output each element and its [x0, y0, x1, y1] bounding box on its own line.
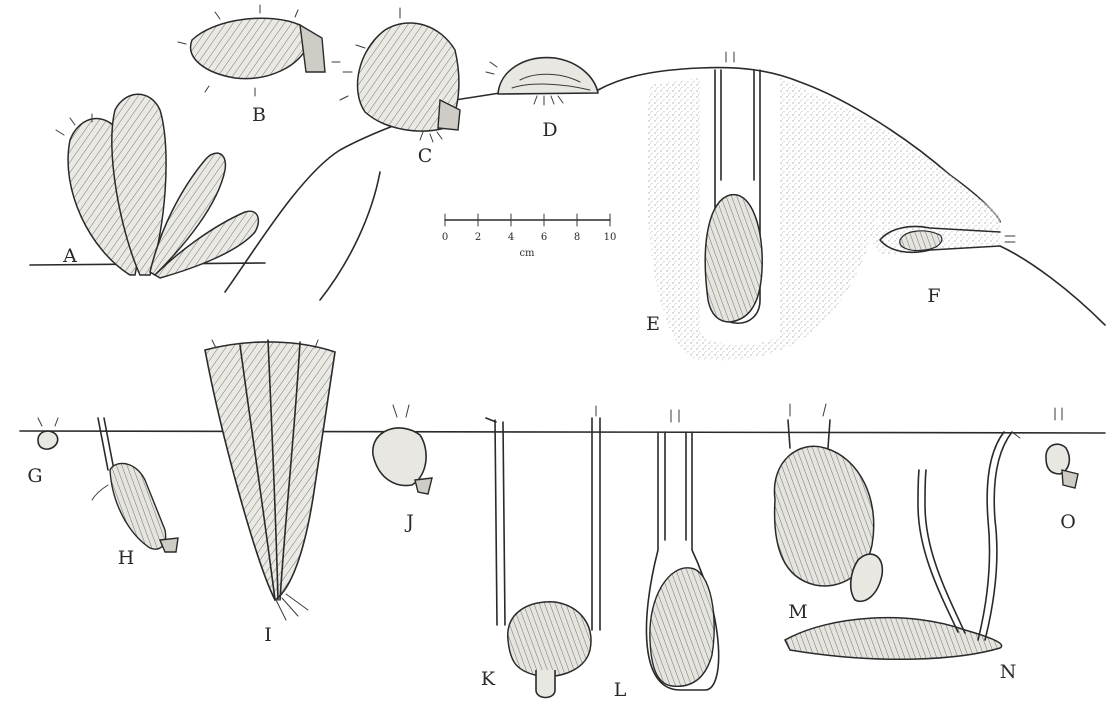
specimen-d-attached-bivalve — [486, 58, 598, 105]
label-j: J — [404, 511, 414, 533]
label-k: K — [481, 668, 496, 690]
scale-tick-6: 6 — [541, 232, 547, 243]
label-m: M — [788, 601, 807, 623]
label-n: N — [1000, 661, 1017, 683]
label-b: B — [252, 104, 266, 126]
label-o: O — [1060, 511, 1076, 533]
specimen-l-deep-burrower — [646, 410, 718, 690]
specimen-c-byssate-scallop — [340, 8, 460, 142]
specimen-j-shallow-burrower — [373, 405, 432, 494]
scale-bar: 0 2 4 6 8 10 cm — [442, 214, 617, 259]
sediment-surface-line — [20, 431, 1105, 433]
specimen-a-oyster-cluster — [56, 94, 258, 278]
specimen-e-deep-burrower — [705, 52, 762, 323]
label-f: F — [927, 285, 940, 307]
specimen-h-elongate-burrower — [92, 418, 178, 552]
sediment-stipple — [647, 78, 1000, 360]
label-e: E — [646, 313, 660, 335]
scale-tick-0: 0 — [442, 232, 448, 243]
specimen-m-rounded-burrower — [774, 404, 882, 601]
scale-tick-2: 2 — [475, 232, 481, 243]
specimen-g-small-burrower — [38, 418, 58, 449]
label-h: H — [118, 547, 135, 569]
label-d: D — [542, 119, 557, 141]
label-a: A — [62, 245, 77, 267]
label-g: G — [27, 465, 42, 487]
label-i: I — [264, 624, 272, 646]
specimen-i-fan-shell — [205, 340, 335, 620]
specimen-k-siphonate-burrower — [486, 406, 600, 698]
specimen-o-small-burrower — [1046, 408, 1078, 488]
scale-tick-4: 4 — [508, 232, 514, 243]
scale-tick-10: 10 — [604, 232, 617, 243]
specimen-b-scallop — [178, 5, 340, 96]
scale-unit: cm — [519, 248, 535, 259]
label-l: L — [614, 679, 627, 701]
scale-tick-8: 8 — [574, 232, 580, 243]
label-c: C — [418, 145, 433, 167]
